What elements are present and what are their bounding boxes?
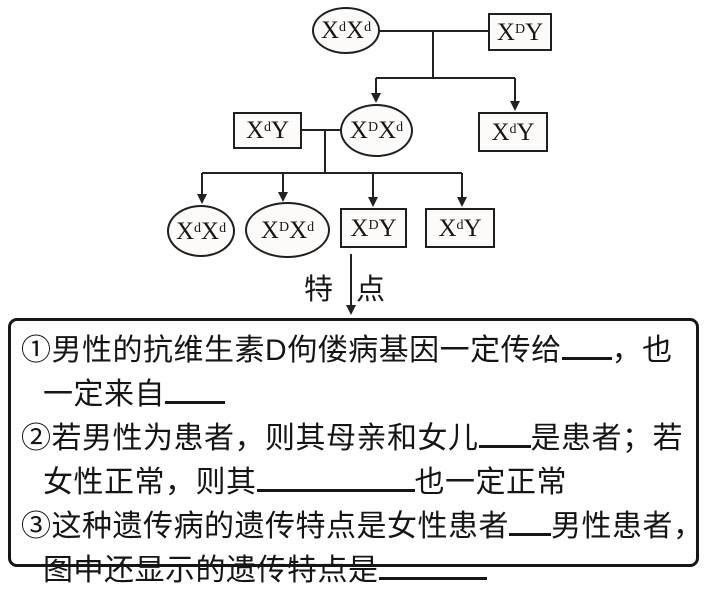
blank-underline [378,547,487,580]
genotype-label: XDY [496,18,544,46]
note-text: 女性正常，则其 [43,466,257,499]
pedigree-node-gen1-father: XDY [488,13,552,51]
note-text: 图中还显示的遗传特点是 [43,554,379,587]
note-text: ②若男性为患者，则其母亲和女儿 [21,422,479,455]
genotype-label: XdY [491,118,535,146]
arrow-down-icon [457,197,467,207]
gen1-couple-line [380,30,488,78]
note-line-5: ③这种遗传病的遗传特点是女性患者 男性患者， [21,503,703,547]
note-line-2: 一定来自 [21,371,688,415]
gen2-couple-line [302,129,340,173]
arrow-down-icon [371,93,381,103]
pedigree-node-gen2-daughter: XDXd [340,104,413,157]
genotype-label: XdXd [320,17,372,44]
blank-underline [509,503,551,536]
genotype-label: XdY [438,214,482,242]
note-text: ，也 [611,334,673,367]
pedigree-node-gen3-daughter2: XDXd [245,202,330,258]
gen3-descent-arrows [197,172,467,207]
note-line-3: ②若男性为患者，则其母亲和女儿 是患者；若 [21,415,688,459]
tedian-label-char2: 点 [356,274,386,306]
tedian-label-char1: 特 [304,274,334,306]
pedigree-node-gen3-son1: XDY [340,208,407,248]
notes-box: ①男性的抗维生素D佝偻病基因一定传给 ，也 一定来自 ②若男性为患者，则其母亲和女… [8,318,703,587]
arrow-down-icon [197,194,207,204]
genotype-label: XDY [350,214,397,242]
blank-underline [256,459,415,492]
pedigree-node-gen2-son: XdY [478,112,548,152]
note-text: ①男性的抗维生素D佝偻病基因一定传给 [21,334,562,367]
note-text: ③这种遗传病的遗传特点是女性患者 [21,510,509,543]
note-line-1: ①男性的抗维生素D佝偻病基因一定传给 ，也 [21,327,688,371]
pedigree-node-gen1-mother: XdXd [312,7,380,54]
note-text: 一定来自 [43,378,165,411]
genotype-label: XDXd [260,216,315,244]
genotype-label: XdXd [175,217,227,245]
note-text: 也一定正常 [414,466,567,499]
arrow-down-icon [510,101,520,111]
arrow-down-icon [346,305,356,315]
genotype-label: XDXd [349,117,404,144]
pedigree-node-gen2-husband: XdY [233,112,302,149]
note-line-6: 图中还显示的遗传特点是 [21,547,688,591]
genotype-label: XdY [245,117,290,144]
blank-underline [165,371,225,404]
note-line-4: 女性正常，则其 也一定正常 [21,459,688,503]
note-text: 男性患者， [551,510,704,543]
arrow-down-icon [278,192,288,202]
blank-underline [561,327,612,360]
arrow-down-icon [368,197,378,207]
note-text: 是患者；若 [530,422,683,455]
pedigree-node-gen3-daughter1: XdXd [167,205,235,257]
tedian-arrow [346,254,356,315]
pedigree-node-gen3-son2: XdY [425,208,495,248]
blank-underline [478,415,531,448]
